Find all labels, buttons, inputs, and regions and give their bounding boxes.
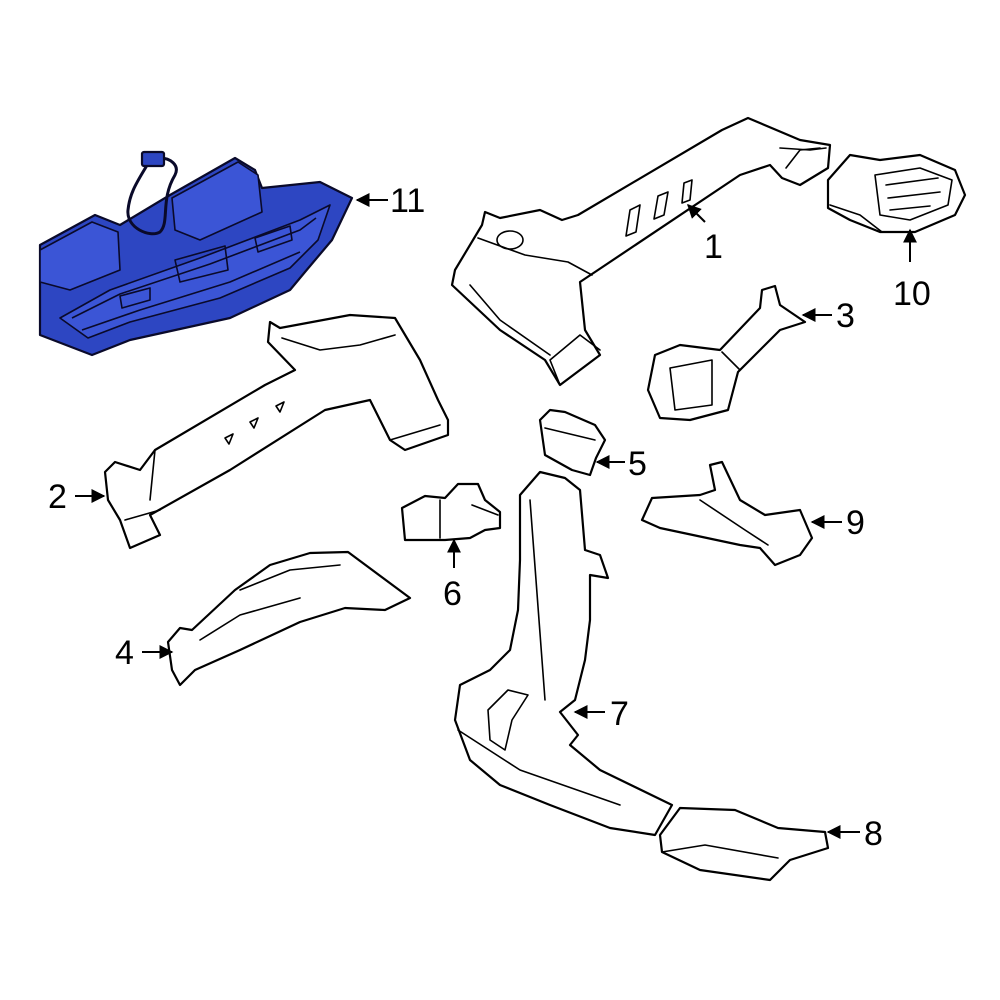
part-7-duct[interactable] [453, 470, 674, 837]
part-2-duct[interactable] [103, 313, 450, 550]
callout-4: 4 [115, 634, 134, 672]
callout-1-arrow [687, 204, 706, 223]
part-5-fitting[interactable] [538, 408, 607, 477]
part-11-housing[interactable] [38, 150, 354, 357]
part-4-duct[interactable] [166, 550, 412, 687]
part-1-duct[interactable] [450, 116, 832, 387]
part-3-duct[interactable] [646, 284, 807, 422]
part-10-vent[interactable] [826, 153, 967, 234]
callout-11: 11 [390, 182, 425, 220]
callout-arrows [75, 193, 917, 839]
part-8-duct[interactable] [658, 806, 830, 882]
callout-2: 2 [48, 478, 67, 516]
callout-6: 6 [443, 575, 462, 613]
callout-labels: 11 1 10 3 2 5 6 9 4 7 8 [48, 182, 931, 853]
part-9-duct[interactable] [640, 460, 814, 567]
callout-1: 1 [704, 228, 723, 266]
part-6-sensor[interactable] [400, 482, 502, 542]
callout-3: 3 [836, 297, 855, 335]
callout-7: 7 [610, 695, 629, 733]
callout-8: 8 [864, 815, 883, 853]
callout-5: 5 [628, 445, 647, 483]
callout-9: 9 [846, 504, 865, 542]
callout-10: 10 [893, 275, 931, 313]
